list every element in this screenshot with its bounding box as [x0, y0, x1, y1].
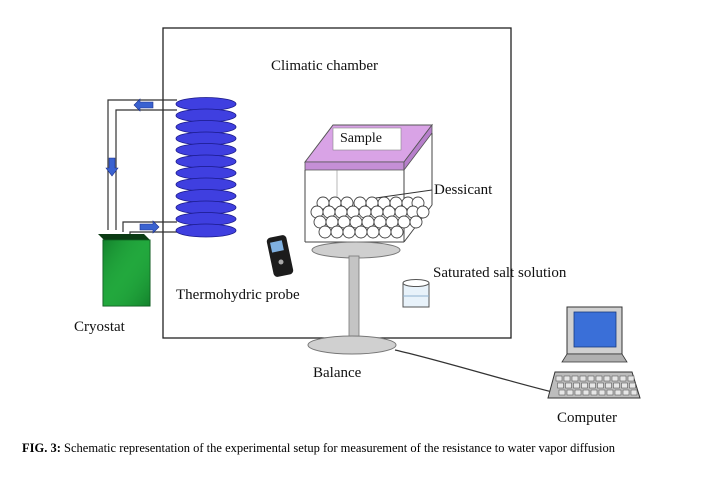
keyboard-key: [622, 389, 630, 396]
dessicant-ball: [390, 225, 404, 239]
computer: [547, 306, 641, 399]
keyboard-key: [611, 375, 619, 382]
climatic-chamber-label: Climatic chamber: [271, 58, 379, 74]
keyboard-key: [598, 389, 606, 396]
dessicant-ball: [416, 205, 430, 219]
sample-label: Sample: [340, 131, 382, 146]
caption-text: Schematic representation of the experime…: [60, 441, 615, 455]
keyboard-key: [579, 375, 587, 382]
coil-ring: [175, 108, 237, 123]
keyboard-key: [566, 389, 574, 396]
dessicant-ball: [409, 215, 423, 229]
cryostat-label: Cryostat: [74, 319, 125, 335]
keyboard-key: [621, 382, 628, 389]
coil-ring: [175, 131, 237, 146]
keyboard-key: [571, 375, 579, 382]
thermohydric-probe-label: Thermohydric probe: [176, 287, 300, 303]
dessicant-ball: [366, 225, 380, 239]
dessicant-ball: [342, 225, 356, 239]
keyboard-key: [582, 389, 590, 396]
keyboard-key: [619, 375, 627, 382]
coil-ring: [175, 154, 237, 169]
keyboard-key: [573, 382, 580, 389]
keyboard-key: [613, 382, 620, 389]
dessicant-label: Dessicant: [434, 182, 493, 198]
dessicant-pointer: [375, 189, 433, 199]
keyboard-key: [589, 382, 596, 389]
coil-ring: [175, 212, 237, 226]
keyboard-key: [574, 389, 582, 396]
coil-ring: [175, 143, 237, 157]
saturated-salt-solution-label: Saturated salt solution: [433, 265, 567, 281]
dessicant-balls: [310, 196, 430, 239]
keyboard-key: [605, 382, 612, 389]
keyboard-key: [614, 389, 622, 396]
coil-ring: [175, 120, 237, 134]
keyboard-key: [603, 375, 611, 382]
cable: [394, 349, 566, 396]
keyboard-key: [563, 375, 571, 382]
keyboard-key: [606, 389, 614, 396]
coil-ring: [175, 223, 237, 238]
keyboard-key: [590, 389, 598, 396]
balance: [307, 241, 401, 355]
coil-ring: [175, 166, 237, 180]
keyboard-key: [555, 375, 563, 382]
coil-ring: [175, 200, 237, 215]
keyboard-key: [581, 382, 588, 389]
keyboard-key: [587, 375, 595, 382]
flow-arrows: [105, 98, 160, 234]
caption-fig-label: FIG. 3:: [22, 441, 61, 455]
keyboard-key: [627, 375, 635, 382]
dessicant-ball: [378, 225, 392, 239]
coil-ring: [175, 97, 237, 111]
thermohydric-probe: [266, 235, 294, 277]
dessicant-ball: [330, 225, 344, 239]
computer-label: Computer: [557, 410, 617, 426]
keyboard-key: [557, 382, 564, 389]
coil-ring: [175, 177, 237, 192]
keyboard-key: [558, 389, 566, 396]
cryostat: [98, 234, 151, 307]
dessicant-ball: [340, 196, 354, 210]
dessicant-ball: [354, 225, 368, 239]
keyboard-key: [629, 382, 636, 389]
sample-box: [303, 123, 434, 243]
figure-caption: FIG. 3: Schematic representation of the …: [22, 441, 615, 456]
dessicant-ball: [318, 225, 332, 239]
keyboard-key: [630, 389, 638, 396]
coil-ring: [175, 189, 237, 203]
cooling-coil: [175, 97, 237, 238]
keyboard-key: [565, 382, 572, 389]
keyboard-key: [595, 375, 603, 382]
salt-solution-beaker: [402, 279, 430, 308]
keyboard-key: [597, 382, 604, 389]
balance-label: Balance: [313, 365, 362, 381]
